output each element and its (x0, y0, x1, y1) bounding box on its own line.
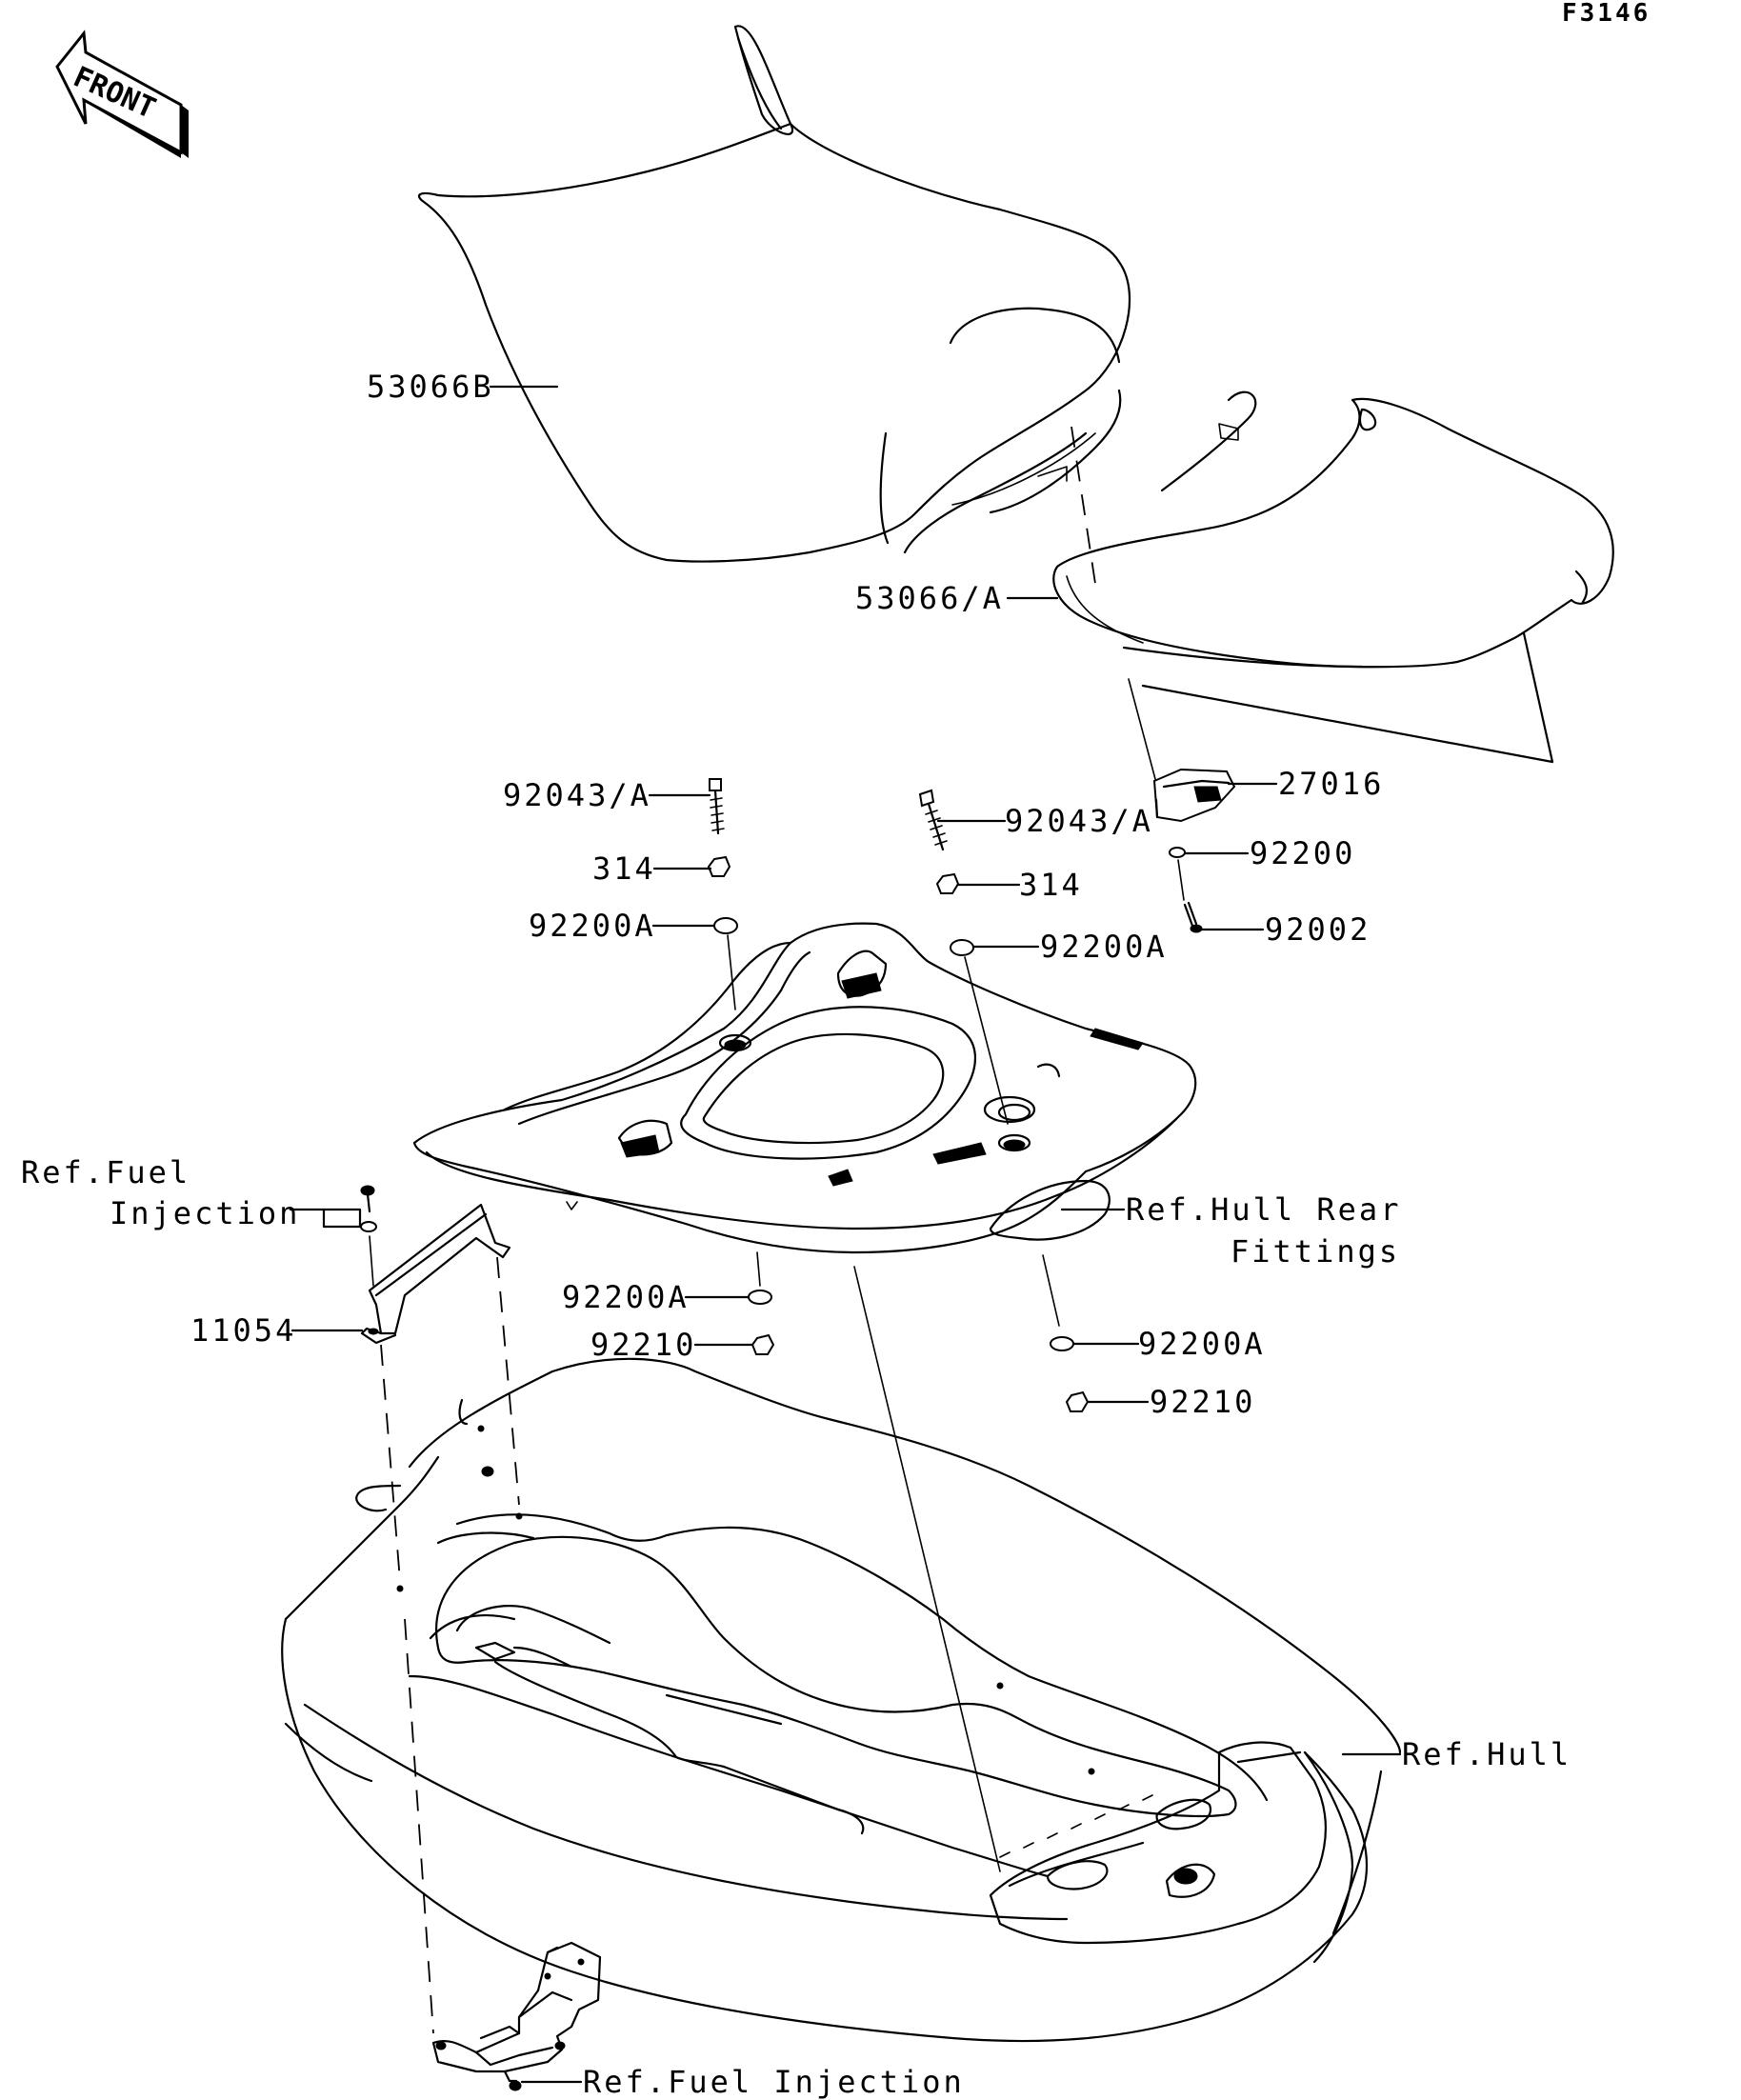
label-nut-right: 314 (1019, 867, 1083, 903)
nut-left (707, 855, 731, 877)
label-washer-upper-left: 92200A (529, 908, 656, 944)
leader-ref-fuel-top (289, 1208, 362, 1229)
rear-seat (1052, 397, 1614, 764)
nut-lower-right (1065, 1390, 1090, 1412)
bolt-left (709, 778, 725, 835)
assembly-line-latch (1128, 678, 1156, 780)
label-ref-hull-rear-1: Ref.Hull Rear (1126, 1191, 1401, 1228)
bracket (360, 1203, 511, 1345)
label-front-seat: 53066B (367, 369, 494, 405)
washer-lower-right (1050, 1336, 1074, 1351)
label-screw-latch: 92002 (1265, 911, 1371, 948)
label-washer-latch: 92200 (1250, 835, 1355, 871)
label-washer-lower-right: 92200A (1138, 1326, 1266, 1362)
fuel-injection-bracket (431, 1941, 602, 2091)
sheet-code: F3146 (1562, 0, 1651, 28)
assembly-line-hull-1 (853, 1266, 1001, 1872)
seat-latch (1152, 768, 1236, 823)
assembly-line-bracket-1 (496, 1256, 520, 1506)
hull (281, 1357, 1402, 2043)
label-ref-hull: Ref.Hull (1402, 1736, 1571, 1772)
label-washer-lower-left: 92200A (562, 1279, 690, 1315)
assembly-line-seat-latch (1071, 426, 1098, 597)
label-nut-left: 314 (592, 850, 656, 887)
front-arrow-icon: FRONT (55, 30, 189, 158)
front-seat (417, 25, 1257, 563)
washer-lower-left (748, 1290, 772, 1305)
fuel-injection-screw (360, 1185, 377, 1232)
screw-latch (1183, 901, 1203, 933)
seat-base (412, 922, 1197, 1254)
washer-upper-left (713, 917, 738, 934)
label-ref-fuel-bottom: Ref.Fuel Injection (583, 2064, 965, 2100)
washer-upper-right (950, 939, 974, 956)
label-rear-seat: 53066/A (855, 580, 1004, 616)
label-ref-hull-rear-2: Fittings (1231, 1233, 1400, 1270)
label-latch: 27016 (1278, 766, 1384, 802)
assembly-line-bracket-2 (380, 1344, 401, 1582)
nut-right (935, 872, 960, 894)
assembly-line-bracket-3 (404, 1618, 434, 2034)
label-ref-fuel-top-2: Injection (110, 1195, 300, 1231)
bolt-right (918, 789, 948, 851)
label-nut-lower-left: 92210 (590, 1327, 696, 1363)
label-ref-fuel-top-1: Ref.Fuel (21, 1154, 190, 1190)
label-nut-lower-right: 92210 (1150, 1384, 1255, 1420)
washer-latch (1169, 847, 1186, 858)
label-bolt-left: 92043/A (503, 777, 651, 813)
nut-lower-left (750, 1333, 775, 1355)
label-bracket: 11054 (190, 1312, 296, 1349)
label-washer-upper-right: 92200A (1040, 929, 1168, 965)
label-bolt-right: 92043/A (1005, 803, 1153, 839)
